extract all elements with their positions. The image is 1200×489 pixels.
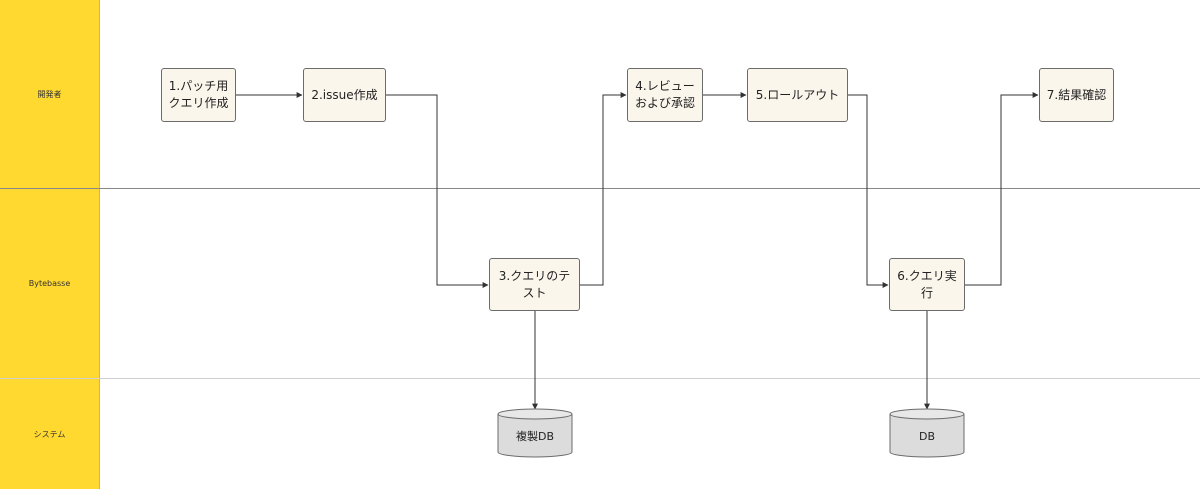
edge-3-to-4 <box>580 92 627 286</box>
node-create-patch-query[interactable]: 1.パッチ用クエリ作成 <box>161 68 236 122</box>
db-cylinder-replica <box>497 408 573 458</box>
lane-divider-bottom <box>0 378 1200 379</box>
node-execute-query[interactable]: 6.クエリ実行 <box>889 258 965 311</box>
lane-header-bytebase: Bytebasse <box>0 188 100 379</box>
db-cylinder-production <box>889 408 965 458</box>
db-production-label: DB <box>918 429 936 443</box>
node-check-result[interactable]: 7.結果確認 <box>1039 68 1114 122</box>
node-create-issue[interactable]: 2.issue作成 <box>303 68 386 122</box>
node-review-approve[interactable]: 4.レビューおよび承認 <box>627 68 703 122</box>
edge-2-to-3 <box>386 94 489 288</box>
node-test-query[interactable]: 3.クエリのテスト <box>489 258 580 311</box>
db-replica-label: 複製DB <box>515 430 555 443</box>
lane-header-developer: 開発者 <box>0 0 100 188</box>
edge-6-to-7 <box>965 92 1039 286</box>
node-rollout[interactable]: 5.ロールアウト <box>747 68 848 122</box>
edge-5-to-6 <box>848 94 889 288</box>
lane-header-system: システム <box>0 379 100 489</box>
lane-divider-top <box>0 188 1200 189</box>
